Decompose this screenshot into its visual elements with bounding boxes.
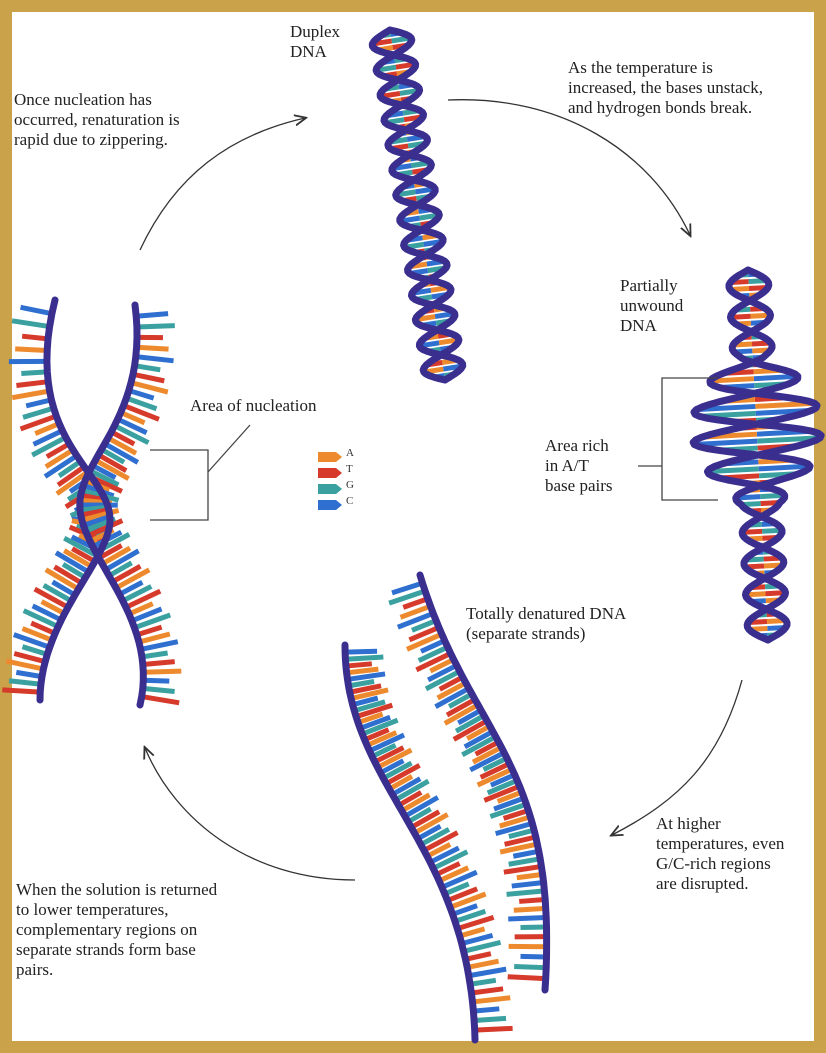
denatured-strand-right-base (508, 918, 546, 920)
legend-swatch-g (318, 484, 342, 494)
nucleation-strand-left-base (21, 372, 47, 374)
label-totally-denatured: Totally denatured DNA (separate strands) (466, 604, 626, 644)
label-temperature-increased: As the temperature is increased, the bas… (568, 58, 763, 118)
denatured-strand-left-base (347, 674, 385, 679)
denatured-strand-right-base (508, 977, 546, 979)
arrow-duplex-to-partial (448, 100, 690, 235)
nucleation-strand-right-base (143, 662, 175, 665)
nucleation-strand-right-base (143, 688, 175, 691)
nucleation-strand-right-base (137, 627, 162, 635)
nucleation-strand-right-base (135, 366, 161, 370)
nucleation-strand-left-base (23, 408, 54, 417)
legend-letter-t: T (346, 463, 353, 475)
label-returned-lower-temp: When the solution is returned to lower t… (16, 880, 217, 980)
denatured-strand-right-base (520, 956, 546, 957)
denatured-strand-left-base (346, 664, 372, 666)
nucleation-strand-left-base (16, 382, 48, 386)
arrow-denatured-to-nucleation (145, 748, 355, 880)
nucleation-strand-right-base (133, 374, 164, 381)
denatured-strand-right-base (507, 891, 545, 895)
denatured-strand-left-base (472, 998, 510, 1002)
nucleation-strand-left-base (12, 391, 49, 398)
denatured-strand-right-base (514, 908, 546, 910)
nucleation-strand-right-base (142, 653, 168, 657)
denatured-strand-left-base (469, 969, 506, 976)
nucleation-strand-left-base (16, 672, 42, 676)
nucleation-strand-left-base (22, 336, 48, 339)
denatured-strand-right-base (521, 927, 547, 928)
nucleation-strand-left-base (9, 681, 41, 685)
nucleation-strand-right-base (137, 347, 169, 349)
nucleation-strand-right-base (142, 697, 179, 703)
base-legend (318, 452, 342, 510)
denatured-strand-left-base (345, 651, 377, 652)
legend-letter-c: C (346, 495, 353, 507)
denatured-strand-right-base (519, 899, 545, 901)
nucleation-strand-right-base (143, 680, 169, 681)
nucleation-strand-right-base (143, 671, 181, 672)
nucleation-strand-right-base (141, 642, 178, 650)
label-area-rich-at: Area rich in A/T base pairs (545, 436, 613, 496)
nucleation-strand-left-base (15, 349, 47, 351)
nucleation-strand-right-base (136, 314, 168, 317)
nucleation-strand-right-base (129, 391, 154, 399)
denatured-strand-right-base (504, 866, 542, 872)
bracket-area-of-nucleation (150, 450, 208, 520)
denatured-strand-right-base (514, 966, 546, 967)
denatured-strand-right-base (512, 882, 544, 886)
denatured-strand-left-base (473, 1009, 499, 1011)
label-area-of-nucleation: Area of nucleation (190, 396, 317, 416)
label-higher-temperatures: At higher temperatures, even G/C-rich re… (656, 814, 784, 894)
arrow-partial-to-denatured (612, 680, 742, 835)
label-partially-unwound: Partially unwound DNA (620, 276, 683, 336)
nucleation-strand-right-base (137, 326, 175, 327)
label-duplex-dna: Duplex DNA (290, 22, 340, 62)
nucleation-strand-left-base (26, 400, 51, 406)
denatured-strand-left-base (347, 669, 379, 673)
denatured-strand-left-base (460, 929, 485, 936)
denatured-strand-left-base (345, 657, 383, 659)
nucleation-strand-right-base (136, 357, 174, 361)
nucleation-strand-left-base (12, 321, 50, 327)
nucleation-strand-left-base (2, 690, 40, 692)
nucleation-strand-left-base (22, 647, 47, 655)
nucleation-strand-left-base (21, 307, 52, 313)
legend-letter-a: A (346, 447, 354, 459)
partially-unwound-dna-base-pair (694, 441, 757, 444)
legend-swatch-a (318, 452, 342, 462)
denatured-strand-left-base (471, 989, 503, 993)
legend-swatch-t (318, 468, 342, 478)
denatured-strand-right-base (513, 851, 539, 856)
denatured-strand-left-base (474, 1018, 506, 1020)
denatured-strand-right-base (517, 874, 543, 877)
legend-swatch-c (318, 500, 342, 510)
legend-letter-g: G (346, 479, 354, 491)
label-nucleation-rapid: Once nucleation has occurred, renaturati… (14, 90, 180, 150)
partially-unwound-dna-base-pair (754, 376, 798, 378)
denatured-strand-left-base (349, 681, 375, 685)
denatured-strand-left-base (465, 954, 490, 960)
denatured-strand-left-base (470, 980, 496, 984)
denatured-strand-left-base (467, 961, 498, 967)
denatured-strand-left-base (475, 1028, 513, 1030)
denatured-strand-right-base (509, 859, 541, 864)
pointer-area-of-nucleation (208, 425, 250, 472)
